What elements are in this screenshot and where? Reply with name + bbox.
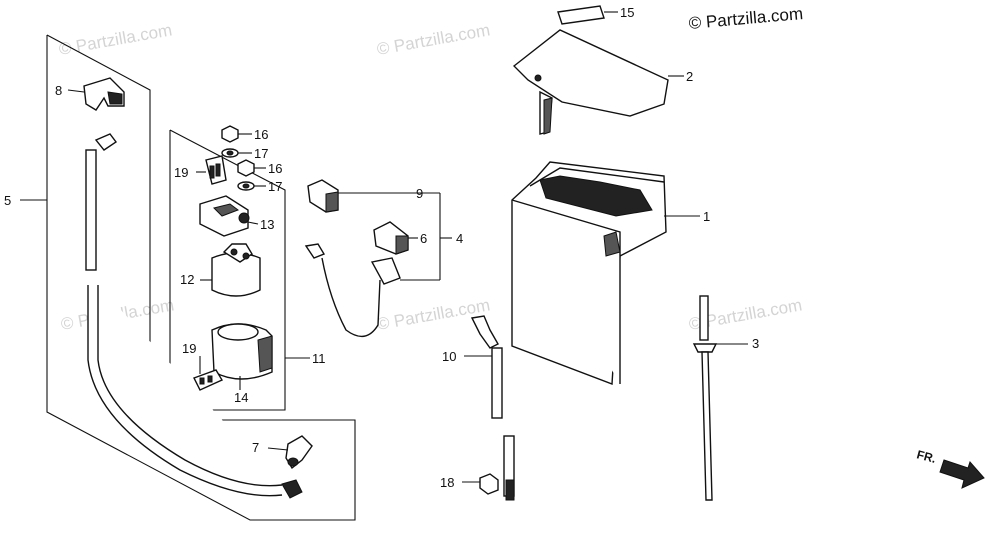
callout-16: 16 bbox=[254, 127, 268, 142]
battery-cover-2 bbox=[512, 29, 684, 135]
callout-12: 12 bbox=[180, 272, 194, 287]
callout-2: 2 bbox=[686, 69, 693, 84]
terminal-cap-9 bbox=[307, 179, 412, 213]
callout-15: 15 bbox=[620, 5, 634, 20]
fuse-19-top bbox=[196, 155, 227, 185]
starter-relay-12 bbox=[200, 243, 261, 297]
front-arrow-icon bbox=[939, 459, 985, 489]
callout-1: 1 bbox=[703, 209, 710, 224]
label-15 bbox=[557, 5, 618, 25]
callout-8: 8 bbox=[55, 83, 62, 98]
callout-17: 17 bbox=[254, 146, 268, 161]
callout-13: 13 bbox=[260, 217, 274, 232]
callout-18: 18 bbox=[440, 475, 454, 490]
watermarks: © Partzilla.com © Partzilla.com © Partzi… bbox=[57, 20, 803, 334]
callout-19: 19 bbox=[174, 165, 188, 180]
callout-4: 4 bbox=[456, 231, 463, 246]
positive-cable-assembly bbox=[304, 192, 452, 338]
callout-10: 10 bbox=[442, 349, 456, 364]
callout-6: 6 bbox=[420, 231, 427, 246]
negative-cable bbox=[85, 133, 303, 499]
watermark: © Partzilla.com bbox=[375, 20, 491, 59]
boot-7 bbox=[267, 435, 313, 470]
callout-16: 16 bbox=[268, 161, 282, 176]
callout-5: 5 bbox=[4, 193, 11, 208]
cable-group-outline bbox=[46, 34, 356, 521]
fuse-19-bottom bbox=[193, 356, 224, 391]
watermark: © Partzilla.com bbox=[375, 295, 491, 334]
relay-holder-14 bbox=[211, 323, 273, 390]
nut-washer bbox=[221, 125, 266, 191]
callout-17: 17 bbox=[268, 179, 282, 194]
battery-cable-10 bbox=[464, 315, 515, 501]
direction-label: FR. bbox=[915, 447, 937, 466]
callout-14: 14 bbox=[234, 390, 248, 405]
bolt-18 bbox=[462, 473, 499, 495]
callout-19: 19 bbox=[182, 341, 196, 356]
callout-7: 7 bbox=[252, 440, 259, 455]
callouts: 1 2 3 4 5 6 7 8 9 10 11 12 13 14 15 16 1… bbox=[4, 5, 759, 490]
front-direction-indicator: FR. bbox=[915, 447, 985, 489]
watermark: © Partzilla.com bbox=[57, 20, 173, 59]
callout-3: 3 bbox=[752, 336, 759, 351]
battery-1 bbox=[511, 161, 700, 385]
relay-13 bbox=[199, 195, 259, 237]
breather-tube-3 bbox=[692, 295, 748, 501]
terminal-cover-8 bbox=[67, 77, 125, 111]
callout-9: 9 bbox=[416, 186, 423, 201]
callout-11: 11 bbox=[312, 351, 326, 366]
